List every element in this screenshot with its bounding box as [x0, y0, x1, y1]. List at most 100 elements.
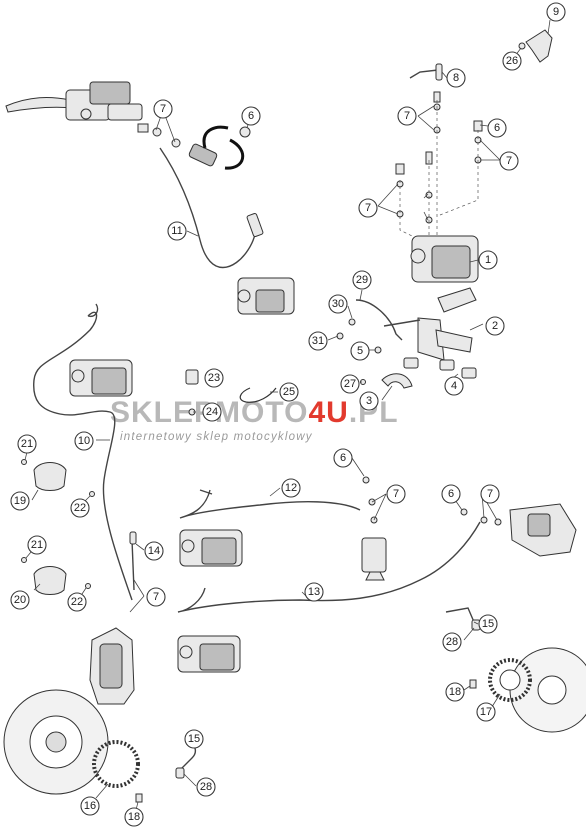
caliper-pistons: [99, 643, 123, 689]
callout-number: 21: [31, 539, 43, 551]
sensor-ring-hub: [499, 669, 521, 691]
callout-number: 1: [485, 254, 491, 266]
callout-number: 5: [357, 345, 363, 357]
callout-10: 10: [74, 431, 94, 451]
leader: [547, 19, 551, 35]
washer: [171, 138, 181, 148]
callout-number: 19: [14, 495, 26, 507]
callout-labels: 9 26 8 7 6 7 6 7 7 11 1 29 30 2 31 5 23 …: [10, 2, 566, 827]
callout-number: 30: [332, 298, 344, 310]
rotation-arrow: [202, 125, 229, 149]
leader: [183, 773, 197, 787]
lever-pivot: [80, 108, 92, 120]
callout-circle: [441, 484, 461, 504]
sensor-8: [435, 63, 443, 81]
leader: [31, 489, 39, 501]
callout-17: 17: [476, 702, 496, 722]
leader: [135, 543, 145, 551]
abs-unit-block: [201, 537, 237, 565]
callout-circle: [358, 198, 378, 218]
callout-16: 16: [80, 796, 100, 816]
callout-7-right: 7: [499, 151, 519, 171]
callout-circle: [442, 632, 462, 652]
watermark-part-moto: MOTO: [215, 396, 308, 429]
leader: [186, 230, 199, 237]
callout-number: 7: [160, 103, 166, 115]
bracket-9: [525, 29, 553, 63]
callout-circle: [359, 391, 379, 411]
callout-6-top-left: 6: [241, 106, 261, 126]
callout-number: 11: [171, 225, 182, 237]
callout-number: 15: [482, 618, 494, 630]
callout-number: 21: [21, 438, 33, 450]
rubber-mount-4: [461, 367, 477, 379]
sensor-15-b: [175, 767, 185, 779]
callout-number: 20: [14, 594, 26, 606]
brake-line-10-end: [87, 303, 99, 318]
callout-27: 27: [340, 374, 360, 394]
watermark: SKLEPMOTO4U.PL internetowy sklep motocyk…: [110, 396, 398, 443]
callout-13: 13: [304, 582, 324, 602]
abs-unit-ghost-a: [237, 277, 295, 315]
callout-number: 18: [128, 811, 140, 823]
abs-unit-block: [91, 367, 127, 395]
front-disc-hub: [45, 731, 67, 753]
callout-number: 6: [248, 110, 254, 122]
callout-number: 12: [285, 482, 297, 494]
callout-6-center: 6: [333, 448, 353, 468]
abs-unit-block: [431, 245, 471, 279]
callout-circle: [308, 331, 328, 351]
bracket-plate: [437, 287, 477, 313]
caliper-piston: [527, 513, 551, 537]
callout-circle: [499, 151, 519, 171]
washer: [137, 123, 149, 133]
callout-number: 18: [449, 686, 461, 698]
leader: [469, 259, 479, 263]
callout-28-right: 28: [442, 632, 462, 652]
callout-19: 19: [10, 491, 30, 511]
callout-number: 7: [393, 488, 399, 500]
callout-number: 13: [308, 586, 320, 598]
callout-6-rear: 6: [441, 484, 461, 504]
abs-motor: [179, 645, 193, 659]
callout-circle: [279, 382, 299, 402]
callout-15-left: 15: [184, 729, 204, 749]
callout-number: 10: [78, 435, 90, 447]
leader: [327, 335, 339, 341]
leader: [371, 493, 387, 521]
front-caliper: [89, 627, 135, 705]
guide-line: [399, 180, 421, 241]
callout-circle: [352, 270, 372, 290]
rear-disc-hub: [537, 675, 567, 705]
callout-circle: [350, 341, 370, 361]
rear-caliper: [460, 503, 577, 557]
callout-circle: [546, 2, 566, 22]
sensor-14: [129, 531, 137, 545]
callout-circle: [444, 376, 464, 396]
abs-motor: [237, 289, 251, 303]
leader: [469, 323, 484, 331]
callout-7-top-left: 7: [153, 99, 173, 119]
callout-number: 22: [74, 502, 86, 514]
callout-5: 5: [350, 341, 370, 361]
callout-24: 24: [202, 402, 222, 422]
rear-master-cylinder: [361, 476, 387, 581]
callout-6-right: 6: [487, 118, 507, 138]
bracket-arm: [435, 329, 473, 353]
callout-circle: [80, 796, 100, 816]
assembly-guides: [399, 100, 479, 241]
watermark-subtitle: internetowy sklep motocyklowy: [120, 431, 313, 443]
leader: [441, 71, 448, 79]
abs-unit-ghost-c: [179, 529, 243, 567]
callout-circle: [304, 582, 324, 602]
callout-26: 26: [502, 51, 522, 71]
callout-circle: [196, 777, 216, 797]
callout-29: 29: [352, 270, 372, 290]
rotation-arrow: [224, 138, 244, 170]
callout-number: 28: [446, 636, 458, 648]
callout-7-middle: 7: [358, 198, 378, 218]
pushrod: [365, 571, 385, 581]
washer: [152, 127, 162, 137]
callout-circle: [478, 250, 498, 270]
